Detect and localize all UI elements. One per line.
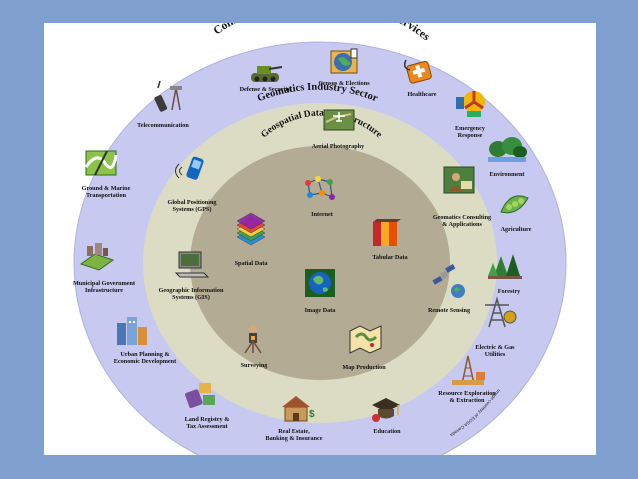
electric-label: Electric & Gas — [475, 344, 515, 351]
peapod-icon — [500, 195, 529, 214]
surveying-label: Surveying — [241, 362, 269, 369]
satellite-icon — [432, 264, 465, 298]
image-label: Image Data — [305, 307, 336, 314]
consulting-label: Geomatics Consulting — [433, 214, 492, 221]
agriculture-label: Agriculture — [501, 226, 532, 233]
healthcare-label: Healthcare — [407, 91, 436, 98]
medical-kit-icon — [403, 59, 432, 84]
forestry-item: Forestry — [488, 254, 522, 295]
emergency-label: Response — [458, 132, 483, 139]
environment-label: Environment — [490, 171, 526, 178]
gis-label: Geographic Information — [159, 287, 224, 294]
consultant-icon — [443, 166, 475, 194]
resource-label: Resource Exploration — [438, 390, 496, 397]
resource-label: & Extraction — [450, 397, 485, 404]
tabular-item: Tabular Data — [372, 219, 408, 261]
computer-icon — [174, 251, 210, 278]
ballot-globe-icon — [330, 48, 358, 74]
aerial-item: Aerial Photography — [312, 109, 365, 150]
items-layer: Defense & Security Census & ElectionsHeal… — [73, 48, 532, 442]
emergency-icon — [456, 91, 485, 117]
trees-icon — [488, 137, 527, 162]
environment-item: Environment — [488, 137, 527, 178]
census-item: Census & Elections — [318, 48, 370, 87]
aerial-photo-icon — [323, 109, 355, 131]
gps-icon — [175, 156, 204, 180]
resource-item: Resource Exploration& Extraction — [438, 355, 496, 404]
land-registry-icon — [185, 383, 215, 409]
landregistry-item: Land Registry &Tax Assessment — [185, 383, 230, 430]
realestate-label: Real Estate, — [278, 428, 310, 435]
inner-circle — [190, 146, 450, 380]
urban-label: Urban Planning & — [120, 351, 169, 358]
electric-label: Utilities — [485, 351, 506, 358]
geomatics-diagram: Consumers of Geomatics Products & Servic… — [73, 23, 567, 455]
municipal-icon — [79, 243, 115, 271]
svg-text:$: $ — [309, 409, 315, 420]
gps-label: Systems (GPS) — [172, 206, 211, 213]
urban-item: Urban Planning &Economic Development — [114, 317, 177, 365]
telecom-item: Telecommunication — [137, 80, 189, 129]
education-label: Education — [373, 428, 401, 435]
realestate-label: Banking & Insurance — [265, 435, 322, 442]
defense-item: Defense & Security — [240, 66, 292, 93]
remote-label: Remote Sensing — [428, 307, 471, 314]
emergency-label: Emergency — [455, 125, 486, 132]
municipal-label: Infrastructure — [85, 287, 123, 294]
house-icon: $ — [282, 396, 315, 422]
image-item: Image Data — [305, 269, 336, 314]
surveying-item: Surveying — [241, 325, 269, 369]
defense-label: Defense & Security — [240, 86, 292, 93]
layers-icon — [236, 212, 266, 246]
tank-icon — [251, 66, 283, 82]
road-map-icon — [84, 150, 118, 176]
tabular-data-icon — [373, 219, 401, 246]
healthcare-item: Healthcare — [403, 59, 437, 98]
buildings-icon — [117, 317, 147, 345]
landregistry-label: Tax Assessment — [186, 423, 228, 430]
tabular-label: Tabular Data — [372, 254, 407, 261]
spatial-item: Spatial Data — [235, 212, 268, 267]
consulting-item: Geomatics Consulting& Applications — [433, 166, 492, 228]
gis-label: Systems (GIS) — [172, 294, 210, 301]
aerial-label: Aerial Photography — [312, 143, 365, 150]
graduation-cap-icon — [372, 398, 400, 422]
mapprod-label: Map Production — [342, 364, 386, 371]
internet-label: Internet — [311, 211, 334, 218]
ground-label: Ground & Marine — [82, 185, 131, 192]
outer-ring-title: Consumers of Geomatics Products & Servic… — [212, 23, 433, 44]
consulting-label: & Applications — [442, 221, 482, 228]
surveyor-icon — [244, 325, 262, 354]
remote-item: Remote Sensing — [428, 264, 471, 314]
gps-label: Global Positioning — [168, 199, 218, 206]
forestry-label: Forestry — [498, 288, 521, 295]
landregistry-label: Land Registry & — [185, 416, 230, 423]
map-icon — [349, 325, 382, 354]
telecom-label: Telecommunication — [137, 122, 189, 129]
ground-label: Transportation — [86, 192, 127, 199]
globe-icon — [305, 269, 335, 297]
internet-item: Internet — [305, 176, 335, 218]
pine-trees-icon — [488, 254, 522, 279]
education-item: Education — [372, 398, 401, 435]
realestate-item: $ Real Estate,Banking & Insurance — [265, 396, 323, 442]
slide: Consumers of Geomatics Products & Servic… — [44, 23, 596, 455]
cell-phone-icon — [154, 80, 182, 112]
power-tower-icon — [485, 296, 517, 328]
municipal-label: Municipal Government — [73, 280, 136, 287]
mapprod-item: Map Production — [342, 325, 386, 371]
spatial-label: Spatial Data — [235, 260, 268, 267]
oil-rig-icon — [452, 355, 485, 385]
urban-label: Economic Development — [114, 358, 177, 365]
agriculture-item: Agriculture — [500, 195, 532, 233]
network-icon — [305, 176, 335, 200]
census-label: Census & Elections — [318, 80, 370, 87]
